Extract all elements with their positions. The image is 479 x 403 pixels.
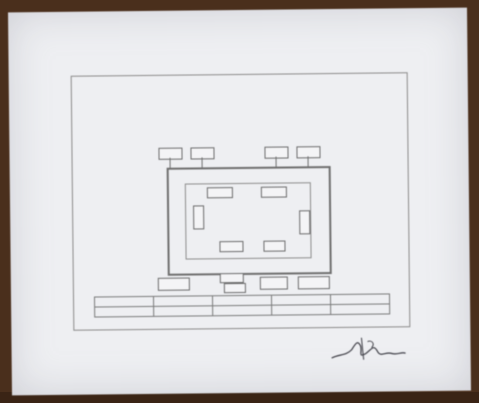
diagram-box-bottom-a: [157, 277, 190, 291]
desk-background: [0, 392, 479, 403]
paper-sheet: [8, 7, 471, 396]
diagram-box-bottom-d: [259, 276, 288, 290]
connector-line: [275, 156, 277, 167]
table-header-cell: [212, 295, 272, 306]
table-header-cell: [271, 294, 331, 306]
connector-line: [307, 156, 309, 167]
connector-line: [169, 157, 171, 168]
diagram-box-inner-bl: [219, 240, 244, 253]
table-cell: [271, 304, 331, 316]
handwritten-signature: [331, 337, 406, 360]
table-header-cell: [330, 293, 390, 305]
table-cell: [153, 305, 213, 317]
diagram-box-inner-tr: [260, 186, 287, 198]
table-cell: [94, 306, 154, 318]
form-frame: [70, 72, 411, 331]
table-cell: [330, 303, 390, 315]
diagram-box-inner-right: [299, 210, 311, 235]
summary-table: [94, 293, 390, 318]
diagram-box-bottom-e: [297, 276, 330, 290]
table-header-cell: [153, 295, 213, 307]
diagram-side-label: [341, 207, 403, 208]
table-row: [94, 303, 390, 318]
connector-line: [201, 157, 203, 168]
table-cell: [212, 305, 272, 316]
diagram-box-inner-left: [193, 205, 205, 230]
diagram-box-inner-br: [263, 240, 286, 252]
diagram-box-bottom-c: [223, 282, 246, 294]
diagram-box-bottom-b: [219, 272, 244, 284]
diagram-box-inner-tl: [206, 187, 233, 199]
table-header-cell: [94, 296, 154, 308]
